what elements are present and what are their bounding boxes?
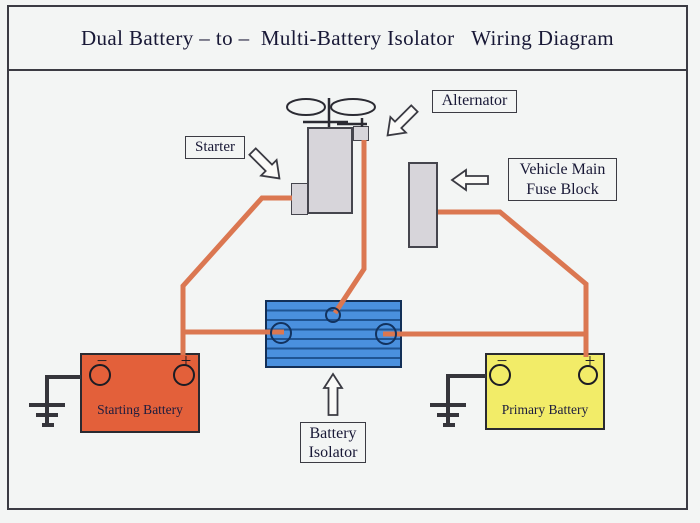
primary-battery-negative-sign: − xyxy=(496,351,508,372)
alternator-output-terminal xyxy=(353,126,369,141)
starting-battery-positive-sign: + xyxy=(180,351,192,372)
diagram-title-bar: Dual Battery – to – Multi-Battery Isolat… xyxy=(7,5,688,71)
starter-callout-label: Starter xyxy=(185,136,245,159)
primary-battery: − + Primary Battery xyxy=(485,351,605,430)
battery-isolator-callout-label: Battery Isolator xyxy=(300,422,366,463)
starting-battery-negative-sign: − xyxy=(96,351,108,372)
alternator-body xyxy=(307,127,353,214)
battery-isolator-body xyxy=(265,300,402,368)
starting-battery: − + Starting Battery xyxy=(80,351,200,433)
primary-battery-positive-sign: + xyxy=(584,351,596,372)
alternator-callout-label: Alternator xyxy=(432,90,517,113)
starting-battery-label: Starting Battery xyxy=(97,402,183,417)
diagram-title: Dual Battery – to – Multi-Battery Isolat… xyxy=(80,25,615,50)
fuse-block-callout-label: Vehicle Main Fuse Block xyxy=(508,158,617,201)
fuse-block-body xyxy=(408,162,438,248)
starter-body xyxy=(291,183,308,215)
primary-battery-label: Primary Battery xyxy=(501,402,589,417)
